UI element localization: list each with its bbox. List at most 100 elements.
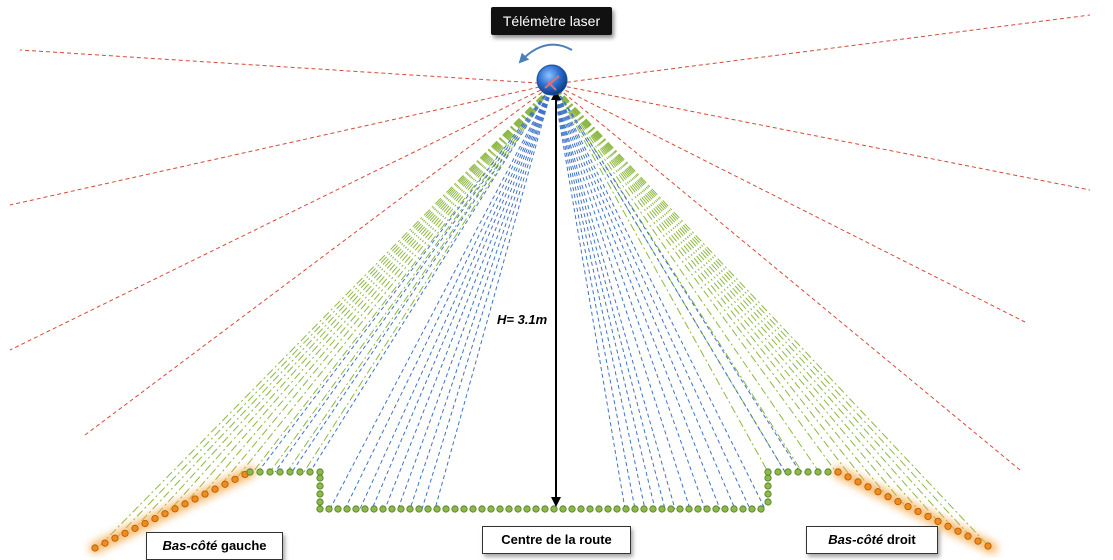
shoulder-point bbox=[854, 478, 862, 486]
green-ray bbox=[552, 83, 956, 531]
blue-ray bbox=[552, 83, 736, 510]
ground-point bbox=[559, 505, 567, 513]
blue-ray bbox=[552, 83, 706, 510]
shoulder-point bbox=[191, 495, 199, 503]
shoulder-point bbox=[171, 505, 179, 513]
height-label: H= 3.1m bbox=[497, 312, 548, 327]
blue-ray bbox=[552, 83, 751, 510]
ground-point bbox=[316, 498, 324, 506]
ground-point bbox=[397, 505, 405, 513]
green-ray bbox=[552, 83, 837, 473]
blue-ray bbox=[552, 83, 676, 510]
ground-point bbox=[286, 468, 294, 476]
ground-point bbox=[703, 505, 711, 513]
ground-point bbox=[586, 505, 594, 513]
ground-point bbox=[604, 505, 612, 513]
ground-point bbox=[622, 505, 630, 513]
shoulder-point bbox=[864, 483, 872, 491]
ground-point bbox=[379, 505, 387, 513]
left-shoulder-rest: gauche bbox=[217, 538, 267, 553]
shoulder-point bbox=[91, 544, 99, 552]
ground-point bbox=[794, 468, 802, 476]
ground-point bbox=[764, 490, 772, 498]
ground-point bbox=[804, 468, 812, 476]
ground-points bbox=[91, 468, 992, 552]
green-ray bbox=[552, 83, 990, 547]
shoulder-point bbox=[974, 537, 982, 545]
ground-point bbox=[352, 505, 360, 513]
ground-point bbox=[764, 498, 772, 506]
blue-ray bbox=[552, 83, 636, 510]
right-shoulder-rest: droit bbox=[883, 532, 916, 547]
red-ray bbox=[552, 14, 1091, 85]
center-label: Centre de la route bbox=[482, 526, 631, 554]
shoulder-point bbox=[221, 480, 229, 488]
ground-point bbox=[266, 468, 274, 476]
ground-point bbox=[406, 505, 414, 513]
blue-ray bbox=[274, 83, 554, 473]
shoulder-point bbox=[101, 539, 109, 547]
green-ray bbox=[184, 83, 554, 505]
ground-point bbox=[478, 505, 486, 513]
ground-point bbox=[316, 474, 324, 482]
green-ray bbox=[286, 83, 554, 473]
shoulder-point bbox=[934, 517, 942, 525]
shoulder-point bbox=[161, 510, 169, 518]
right-shoulder-italic: Bas-côté bbox=[828, 532, 884, 547]
green-ray bbox=[552, 83, 973, 539]
blue-ray bbox=[552, 83, 666, 510]
shoulder-point bbox=[844, 473, 852, 481]
laser-title: Télémètre laser bbox=[491, 7, 612, 35]
ground-point bbox=[550, 505, 558, 513]
shoulder-point bbox=[834, 468, 842, 476]
green-ray bbox=[252, 83, 554, 473]
blue-ray bbox=[329, 83, 554, 510]
shoulder-point bbox=[924, 512, 932, 521]
ground-point bbox=[460, 505, 468, 513]
red-ray bbox=[552, 83, 1021, 471]
shoulder-point bbox=[121, 529, 129, 537]
shoulder-point bbox=[181, 500, 189, 508]
green-ray bbox=[552, 83, 922, 514]
ground-point bbox=[676, 505, 684, 513]
ground-point bbox=[764, 474, 772, 482]
ground-point bbox=[514, 505, 522, 513]
blue-ray bbox=[552, 83, 721, 510]
blue-ray bbox=[384, 83, 554, 510]
blue-ray bbox=[552, 83, 691, 510]
shoulder-point bbox=[964, 532, 972, 540]
ground-point bbox=[730, 505, 738, 513]
ground-point bbox=[424, 505, 432, 513]
ground-point bbox=[370, 505, 378, 513]
ground-point bbox=[316, 490, 324, 498]
red-ray bbox=[9, 83, 554, 206]
green-ray bbox=[552, 83, 854, 480]
blue-ray bbox=[552, 83, 656, 510]
green-ray bbox=[235, 83, 554, 480]
ground-point bbox=[694, 505, 702, 513]
shoulder-point bbox=[141, 519, 149, 528]
ground-point bbox=[814, 468, 822, 476]
blue-ray bbox=[434, 83, 554, 510]
blue-ray bbox=[309, 83, 554, 473]
shoulder-point bbox=[884, 493, 892, 501]
ground-point bbox=[523, 505, 531, 513]
ground-point bbox=[774, 468, 782, 476]
green-ray bbox=[552, 83, 871, 489]
red-scan-rays bbox=[9, 14, 1091, 471]
blue-ray bbox=[552, 83, 766, 510]
blue-ray bbox=[257, 83, 554, 473]
ground-point bbox=[739, 505, 747, 513]
blue-scan-rays bbox=[257, 83, 801, 510]
blue-ray bbox=[552, 83, 786, 473]
green-ray bbox=[99, 83, 554, 546]
green-ray bbox=[552, 83, 769, 473]
ground-point bbox=[276, 468, 284, 476]
red-ray bbox=[9, 83, 554, 351]
ground-point bbox=[296, 468, 304, 476]
blue-ray bbox=[397, 83, 554, 510]
left-shoulder-label: Bas-côté gauche bbox=[146, 532, 283, 560]
ground-point bbox=[595, 505, 603, 513]
ground-point bbox=[469, 505, 477, 513]
